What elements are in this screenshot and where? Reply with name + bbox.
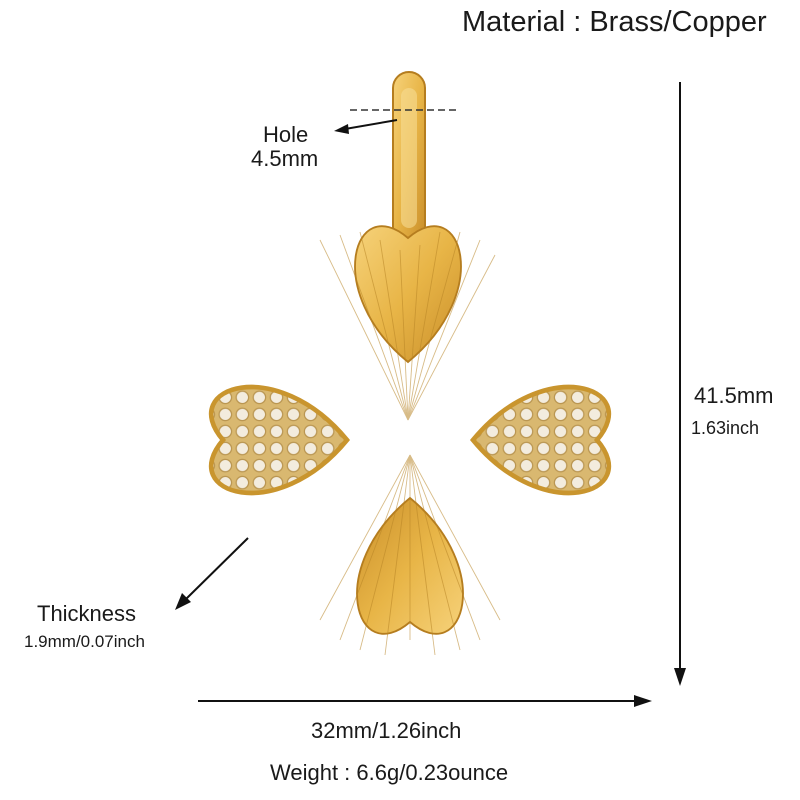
height-arrow <box>674 82 686 686</box>
hole-value: 4.5mm <box>251 146 319 171</box>
width-arrow <box>198 695 652 707</box>
thickness-label: Thickness <box>37 601 137 626</box>
hole-arrow <box>334 119 398 134</box>
weight-label: Weight : 6.6g/0.23ounce <box>270 760 509 785</box>
width-label: 32mm/1.26inch <box>311 718 462 743</box>
thickness-value: 1.9mm/0.07inch <box>24 632 145 651</box>
height-inch-label: 1.63inch <box>691 418 760 438</box>
clover-pendant <box>211 225 609 656</box>
thickness-arrow <box>175 537 249 610</box>
hole-label: Hole <box>263 122 309 147</box>
bail <box>392 71 426 245</box>
height-mm-label: 41.5mm <box>694 383 774 408</box>
material-label: Material : Brass/Copper <box>462 6 767 38</box>
